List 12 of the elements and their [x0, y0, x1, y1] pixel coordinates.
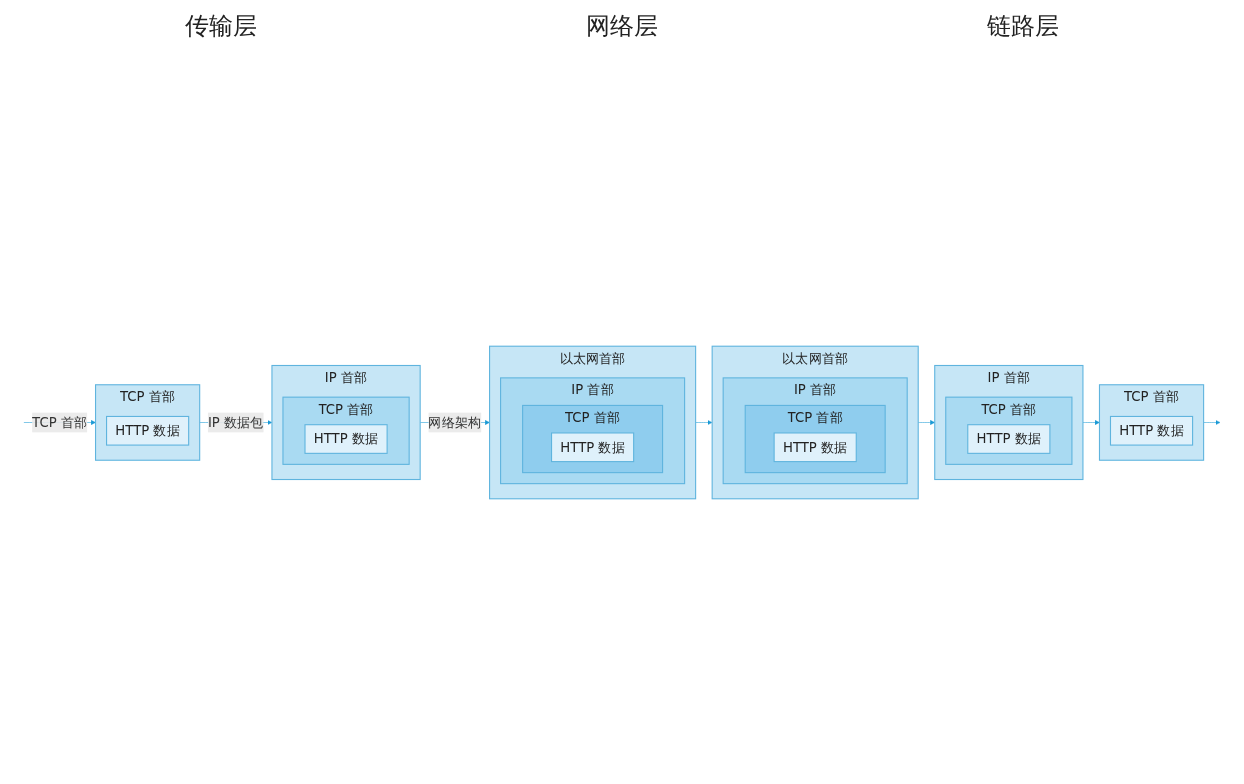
- node-box: HTTP 数据: [1109, 415, 1194, 446]
- node-box: HTTP 数据: [106, 415, 190, 446]
- node-box: HTTP 数据: [304, 423, 388, 454]
- edge-label: TCP 首部: [32, 414, 88, 430]
- node-box: HTTP 数据: [967, 423, 1051, 454]
- layer-label: 传输层: [184, 11, 257, 42]
- node-box: HTTP 数据: [551, 431, 635, 462]
- edge-label: 网络架构: [428, 414, 482, 430]
- layer-label: 网络层: [586, 11, 658, 42]
- layer-label: 链路层: [987, 11, 1060, 42]
- node-box: HTTP 数据: [773, 431, 857, 462]
- edge-label: IP 数据包: [207, 414, 264, 430]
